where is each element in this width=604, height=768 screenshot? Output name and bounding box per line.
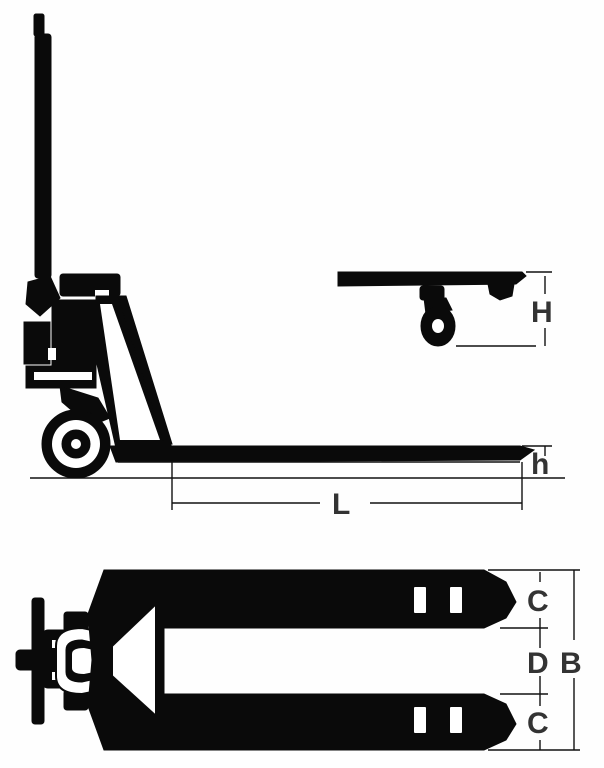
label-B: B (560, 647, 582, 680)
label-L: L (332, 488, 350, 521)
label-h: h (531, 448, 549, 481)
fork-lower (163, 693, 517, 751)
fork-upper (163, 569, 517, 629)
dimension-L: L (171, 462, 523, 521)
roller-slot-1 (412, 585, 428, 615)
pump-assembly (23, 273, 121, 427)
chassis-top (87, 569, 165, 751)
roller-slot-2 (448, 585, 464, 615)
dimension-BCD: C D B C (488, 569, 582, 751)
label-H: H (531, 296, 553, 329)
handle (25, 13, 61, 317)
steer-wheel (41, 409, 111, 479)
top-view: C D B C (15, 569, 582, 751)
chassis (95, 295, 173, 449)
raised-fork-detail (337, 271, 527, 347)
roller-slot-4 (448, 705, 464, 735)
dimension-H: H (456, 271, 553, 347)
roller-slot-3 (412, 705, 428, 735)
label-C-top: C (527, 585, 549, 618)
side-view: H h L (23, 13, 565, 521)
label-D: D (527, 647, 549, 680)
label-C-bottom: C (527, 707, 549, 740)
fork-side (109, 445, 536, 463)
dimension-h: h (522, 445, 552, 481)
